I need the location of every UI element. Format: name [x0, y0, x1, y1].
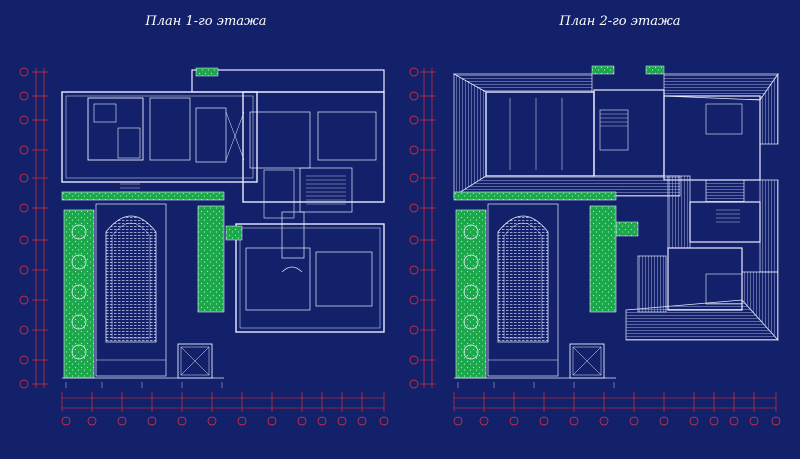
plan-2-skylight: [569, 343, 605, 379]
plan-2-building: [485, 89, 761, 311]
plan-1-dim-bottom: [61, 392, 385, 412]
plan-2-courtyard: [453, 191, 617, 389]
plan-1-dim-left: [32, 68, 48, 388]
plan-floor-1: [19, 67, 389, 426]
plan-2-dim-bottom: [453, 392, 777, 412]
plan-floor-2: [409, 65, 781, 426]
plan-1-courtyard: [61, 191, 225, 389]
plan-title-floor-2: План 2-го этажа: [559, 14, 681, 29]
plan-title-floor-1: План 1-го этажа: [145, 14, 267, 29]
plan-1-building: [61, 69, 385, 333]
plan-1-axis-bubbles-left: [19, 67, 29, 389]
plan-1-axis-bubbles-bottom: [61, 416, 389, 426]
plan-1-skylight: [177, 343, 213, 379]
plan-2-dim-left: [420, 68, 436, 388]
plan-2-axis-bubbles-left: [409, 67, 419, 389]
plan-2-axis-bubbles-bottom: [453, 416, 781, 426]
